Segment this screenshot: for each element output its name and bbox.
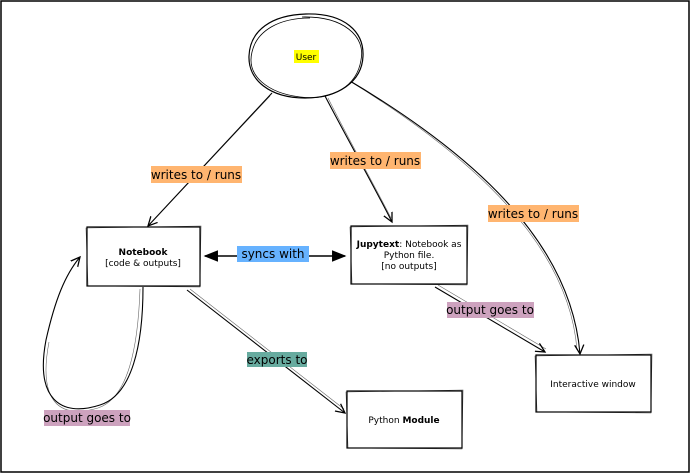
label-bg xyxy=(237,246,309,262)
label-bg xyxy=(151,166,242,183)
label-text: writes to / runs xyxy=(330,154,420,168)
jupytext-line1: Jupytext: Notebook as xyxy=(356,240,462,250)
label-text: syncs with xyxy=(241,247,304,261)
jupytext-line2: Python file. xyxy=(384,251,435,261)
interactive-window-label: Interactive window xyxy=(550,380,636,390)
notebook-title: Notebook xyxy=(119,248,169,258)
jupytext-node[interactable]: Jupytext: Notebook as Python file. [no o… xyxy=(349,224,469,286)
label-bg xyxy=(447,302,534,318)
python-module-node[interactable]: Python Module xyxy=(345,389,464,450)
label-text: output goes to xyxy=(43,411,131,425)
notebook-node[interactable]: Notebook [code & outputs] xyxy=(85,225,202,288)
label-jupytext-to-interactive: output goes to xyxy=(446,302,534,318)
python-module-prefix: Python xyxy=(368,416,402,426)
label-bg xyxy=(247,352,307,367)
label-user-to-notebook: writes to / runs xyxy=(151,166,242,183)
edge-notebook-to-module xyxy=(186,289,345,413)
label-notebook-loop: output goes to xyxy=(43,410,131,426)
user-highlight xyxy=(294,50,319,63)
jupytext-line3: [no outputs] xyxy=(381,262,436,272)
label-text: writes to / runs xyxy=(488,207,578,221)
edge-notebook-loop xyxy=(42,257,144,410)
jupytext-line1-rest: : Notebook as xyxy=(399,240,462,250)
label-sync: syncs with xyxy=(237,246,309,262)
user-label: User xyxy=(296,53,317,63)
label-bg xyxy=(44,410,130,426)
label-bg xyxy=(330,152,421,169)
label-text: output goes to xyxy=(446,303,534,317)
jupytext-title: Jupytext xyxy=(356,240,400,250)
python-module-bold: Module xyxy=(402,416,439,426)
user-node[interactable]: User xyxy=(248,13,364,99)
label-text: exports to xyxy=(247,353,308,367)
notebook-subtitle: [code & outputs] xyxy=(105,259,181,269)
interactive-window-node[interactable]: Interactive window xyxy=(534,353,653,414)
edge-jupytext-to-interactive xyxy=(434,286,545,352)
label-user-to-jupytext: writes to / runs xyxy=(330,152,421,169)
label-text: writes to / runs xyxy=(151,168,241,182)
label-bg xyxy=(488,205,579,222)
label-user-to-interactive: writes to / runs xyxy=(488,205,579,222)
python-module-label: Python Module xyxy=(368,416,439,426)
label-notebook-to-module: exports to xyxy=(247,352,308,367)
edge-user-to-interactive xyxy=(344,77,580,354)
